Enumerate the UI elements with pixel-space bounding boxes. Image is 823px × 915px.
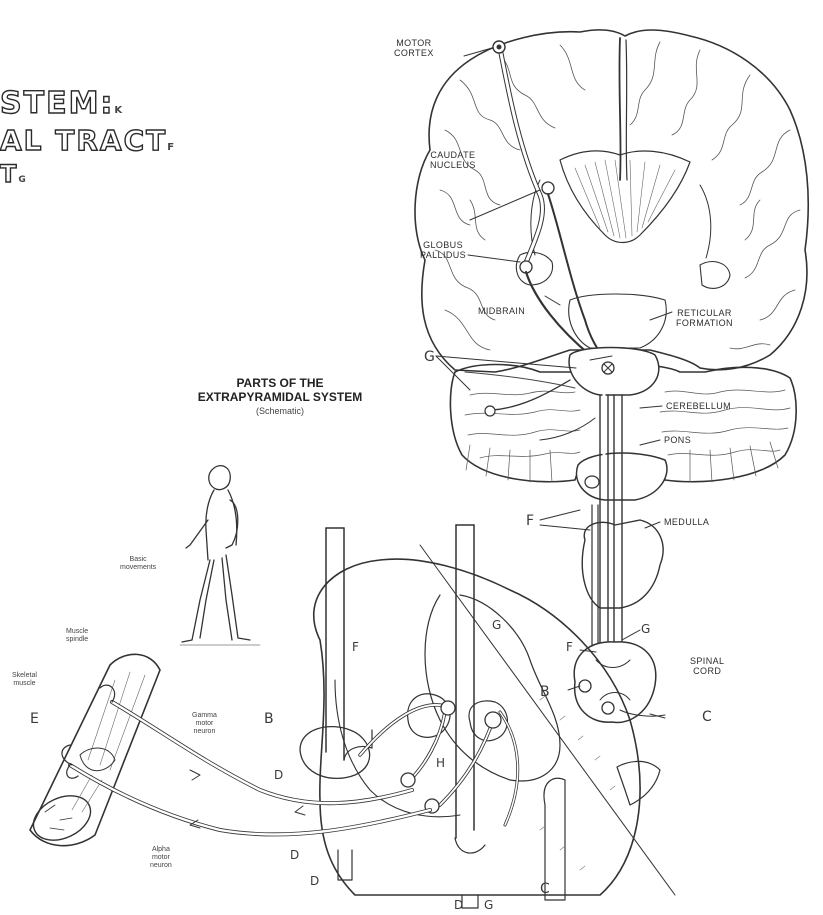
label-globus-pallidus: GLOBUS PALLIDUS <box>420 240 466 260</box>
brain-coronal-section <box>415 30 808 372</box>
title-fragment-text: AL TRACT <box>0 124 167 157</box>
label-medulla: MEDULLA <box>664 517 709 527</box>
label-line: neuron <box>150 862 172 870</box>
label-line: FORMATION <box>676 318 733 328</box>
letter-d-section: D <box>274 768 283 782</box>
brainstem <box>569 348 667 723</box>
heading-line2: EXTRAPYRAMIDAL SYSTEM <box>110 390 450 404</box>
title-fragment-text: T <box>0 160 18 188</box>
letter-g-ventral: G <box>484 898 493 912</box>
label-line: Gamma <box>192 712 217 720</box>
letter-g-section: G <box>492 618 501 632</box>
letter-d-bottom: D <box>310 874 319 888</box>
label-pons: PONS <box>664 435 691 445</box>
letter-g-brain: G <box>424 350 435 364</box>
letter-f-brain: F <box>526 514 534 528</box>
label-line: RETICULAR <box>676 308 733 318</box>
walking-figure <box>180 466 260 645</box>
label-cerebellum: CEREBELLUM <box>666 401 731 411</box>
letter-b-section: B <box>264 712 274 726</box>
letter-f-cord: F <box>566 640 573 654</box>
label-motor-cortex: MOTOR CORTEX <box>394 38 434 58</box>
heading-line1: PARTS OF THE <box>110 376 450 390</box>
title-fragment-line2: AL TRACTF <box>0 124 176 157</box>
label-alpha-motor-neuron: Alpha motor neuron <box>150 846 172 870</box>
letter-b-cord: B <box>540 685 550 699</box>
label-line: CAUDATE <box>430 150 476 160</box>
letter-c-bottom: C <box>540 882 550 896</box>
label-line: movements <box>120 564 156 572</box>
title-fragment-line3: TG <box>0 160 28 188</box>
label-line: PALLIDUS <box>420 250 466 260</box>
title-mark-f: F <box>167 142 176 153</box>
label-line: Skeletal <box>12 672 37 680</box>
label-line: CORD <box>690 666 724 676</box>
diagram-heading: PARTS OF THE EXTRAPYRAMIDAL SYSTEM (Sche… <box>110 376 450 418</box>
letter-c-cord: C <box>702 710 712 724</box>
title-mark-k: K <box>114 105 124 116</box>
label-midbrain: MIDBRAIN <box>478 306 525 316</box>
label-line: spindle <box>66 636 88 644</box>
label-caudate-nucleus: CAUDATE NUCLEUS <box>430 150 476 170</box>
label-reticular-formation: RETICULAR FORMATION <box>676 308 733 328</box>
label-line: SPINAL <box>690 656 724 666</box>
letter-d-ventral: D <box>454 898 463 912</box>
label-line: MOTOR <box>394 38 434 48</box>
label-skeletal-muscle: Skeletal muscle <box>12 672 37 688</box>
letter-d-lower: D <box>290 848 299 862</box>
label-line: motor <box>192 720 217 728</box>
label-basic-movements: Basic movements <box>120 556 156 572</box>
letter-g-cord: G <box>641 622 650 636</box>
title-mark-g: G <box>18 175 27 185</box>
label-line: Muscle <box>66 628 88 636</box>
title-fragment-text: STEM: <box>0 86 114 121</box>
label-gamma-motor-neuron: Gamma motor neuron <box>192 712 217 736</box>
label-muscle-spindle: Muscle spindle <box>66 628 88 644</box>
label-line: Alpha <box>150 846 172 854</box>
label-line: muscle <box>12 680 37 688</box>
letter-f-section: F <box>352 640 359 654</box>
letter-h-section: H <box>436 756 445 770</box>
gamma-and-alpha-nerves <box>62 685 430 834</box>
label-line: Basic <box>120 556 156 564</box>
label-line: motor <box>150 854 172 862</box>
label-line: CORTEX <box>394 48 434 58</box>
label-line: GLOBUS <box>420 240 466 250</box>
label-line: NUCLEUS <box>430 160 476 170</box>
label-spinal-cord: SPINAL CORD <box>690 656 724 676</box>
letter-e-muscle: E <box>30 712 39 726</box>
title-fragment-line1: STEM:K <box>0 86 124 121</box>
heading-subtitle: (Schematic) <box>110 404 450 418</box>
skeletal-muscle <box>26 654 160 848</box>
label-line: neuron <box>192 728 217 736</box>
